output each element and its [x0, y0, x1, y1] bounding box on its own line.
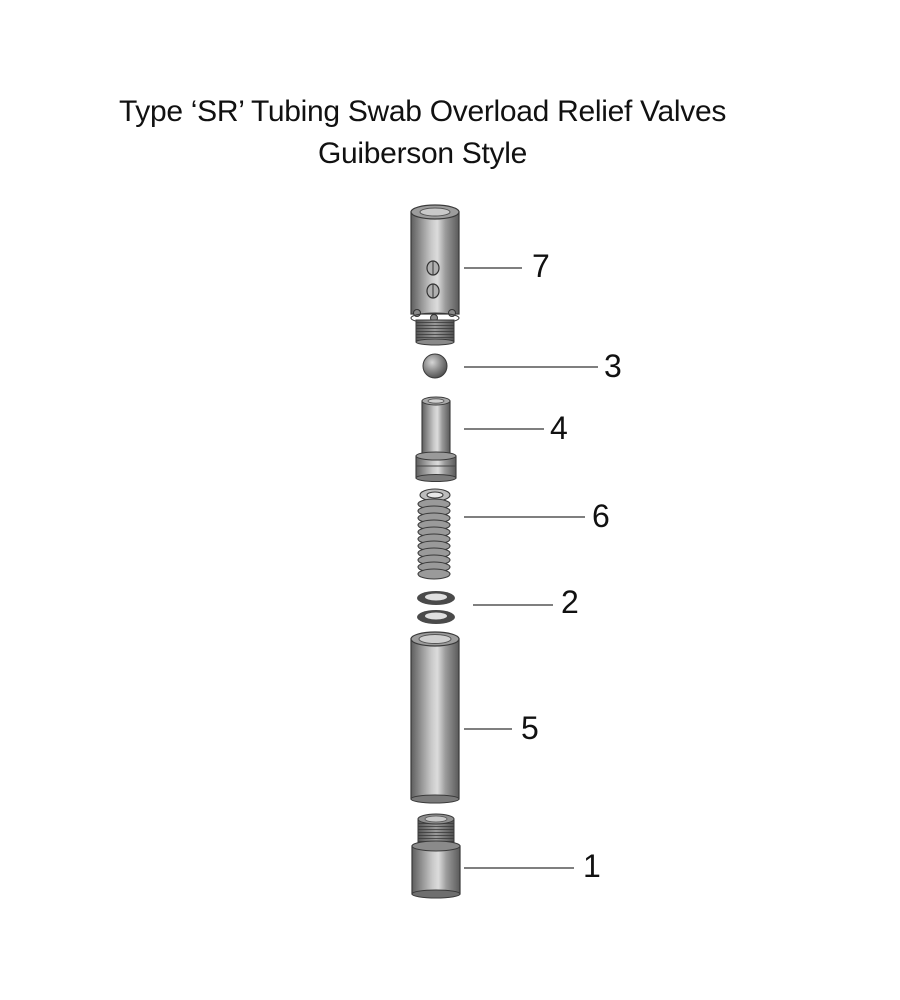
callout-number-6: 6 — [592, 498, 610, 534]
part-1-bottom-sub — [411, 813, 461, 899]
part-4-seat — [415, 396, 457, 482]
callout-number-5: 5 — [521, 710, 539, 746]
diagram-title-line-1: Type ‘SR’ Tubing Swab Overload Relief Va… — [118, 95, 727, 128]
callout-number-7: 7 — [532, 248, 550, 284]
part-5-housing — [410, 631, 460, 804]
part-2-washers — [417, 591, 455, 624]
part-6-spring — [417, 488, 451, 580]
part-7-top-sub — [410, 204, 460, 346]
callout-number-3: 3 — [604, 348, 622, 384]
diagram-title-line-2: Guiberson Style — [318, 137, 527, 170]
callout-number-2: 2 — [561, 584, 579, 620]
part-3-ball — [422, 353, 448, 379]
callout-number-4: 4 — [550, 410, 568, 446]
callout-number-1: 1 — [583, 848, 601, 884]
